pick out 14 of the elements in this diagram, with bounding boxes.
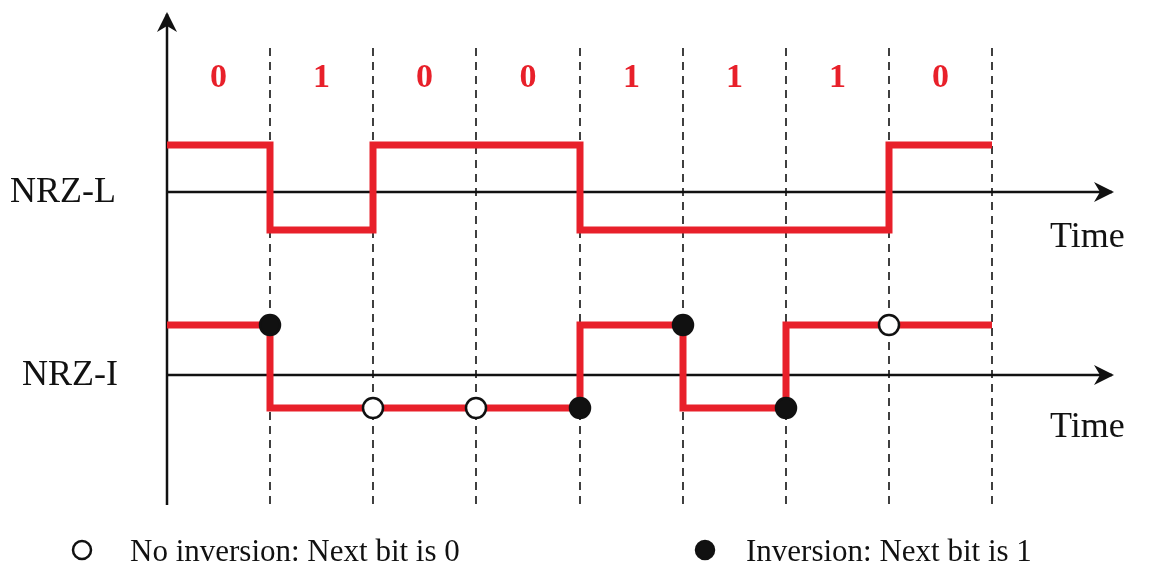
- bit-value: 1: [623, 59, 640, 93]
- bit-value: 0: [519, 59, 537, 93]
- axis-label: Time: [1050, 407, 1125, 443]
- axis-label: Time: [1050, 217, 1125, 253]
- bit-value: 0: [416, 59, 433, 93]
- bit-value: 1: [829, 59, 846, 93]
- bit-value: 0: [210, 59, 227, 93]
- bit-value: 0: [932, 59, 949, 93]
- bit-value: 1: [313, 59, 330, 93]
- bit-value: 1: [726, 59, 743, 93]
- legend-text: Inversion: Next bit is 1: [746, 534, 1032, 566]
- signal-label: NRZ-L: [10, 172, 116, 208]
- legend-text: No inversion: Next bit is 0: [130, 534, 460, 566]
- signal-label: NRZ-I: [22, 355, 118, 391]
